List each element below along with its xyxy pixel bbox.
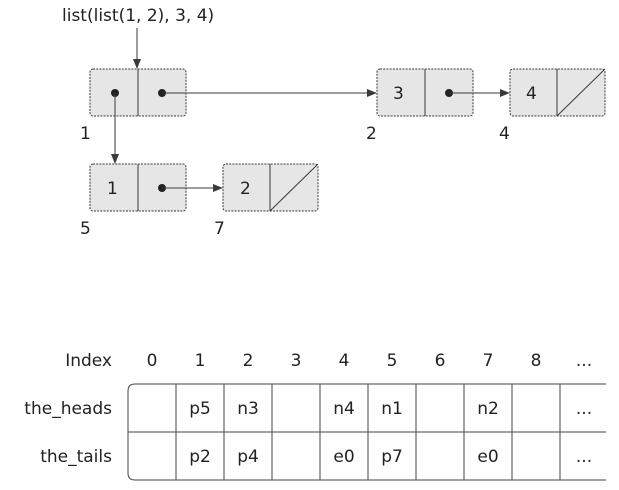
pair-box-7: 2 bbox=[222, 163, 319, 212]
index-label: ... bbox=[576, 351, 592, 371]
expression-label: list(list(1, 2), 3, 4) bbox=[62, 6, 214, 26]
index-label: 8 bbox=[531, 351, 542, 371]
row-label-the-heads: the_heads bbox=[24, 399, 112, 419]
pair-address-label: 2 bbox=[366, 124, 377, 144]
table-cell: ... bbox=[576, 399, 592, 419]
row-label-the-tails: the_tails bbox=[40, 447, 112, 467]
pair-address-label: 7 bbox=[214, 219, 225, 239]
pair-address-label: 4 bbox=[499, 124, 510, 144]
pair-address-label: 1 bbox=[80, 124, 91, 144]
index-label: 0 bbox=[147, 351, 158, 371]
empty-tail-slash bbox=[556, 68, 606, 117]
table-cell: p4 bbox=[237, 447, 259, 467]
table-cell: e0 bbox=[333, 447, 354, 467]
table-cell: p7 bbox=[381, 447, 403, 467]
table-cell: p5 bbox=[189, 399, 211, 419]
index-label: 3 bbox=[291, 351, 302, 371]
table-cell: ... bbox=[576, 447, 592, 467]
index-label: 4 bbox=[339, 351, 350, 371]
index-label: 6 bbox=[435, 351, 446, 371]
table-cell: n1 bbox=[381, 399, 403, 419]
table-cell: e0 bbox=[477, 447, 498, 467]
pair-box-1 bbox=[89, 68, 187, 117]
pair-box-4: 4 bbox=[509, 68, 606, 117]
table-cell: n2 bbox=[477, 399, 499, 419]
index-label: 7 bbox=[483, 351, 494, 371]
pair-address-label: 5 bbox=[80, 219, 91, 239]
pair-first-value: 4 bbox=[526, 84, 537, 104]
index-label: 1 bbox=[195, 351, 206, 371]
memory-table: Index 0 1 2 3 4 5 6 7 8... the_heads the_tails p… bbox=[24, 351, 606, 481]
index-label: 2 bbox=[243, 351, 254, 371]
table-header-label: Index bbox=[65, 351, 112, 371]
empty-tail-slash bbox=[269, 163, 319, 212]
table-cell: n4 bbox=[333, 399, 355, 419]
pair-first-value: 2 bbox=[240, 179, 251, 199]
index-label: 5 bbox=[387, 351, 398, 371]
table-cell: n3 bbox=[237, 399, 259, 419]
pair-first-value: 1 bbox=[107, 179, 118, 199]
pair-box-2: 3 bbox=[376, 68, 474, 117]
table-cell: p2 bbox=[189, 447, 211, 467]
pair-first-value: 3 bbox=[393, 84, 404, 104]
